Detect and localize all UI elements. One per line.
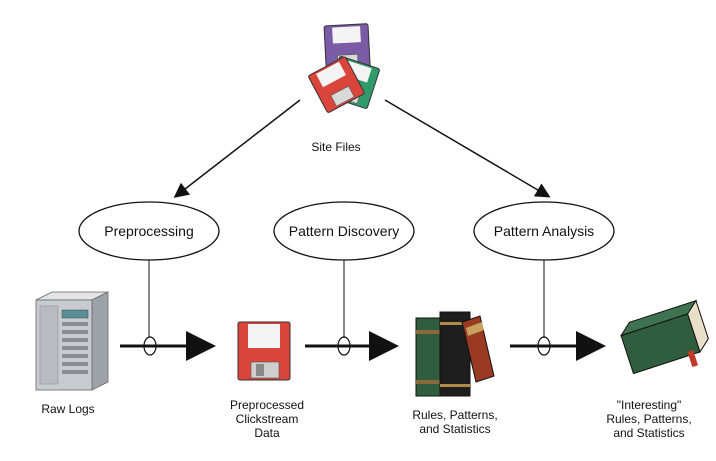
stage-label-pattern-analysis: Pattern Analysis bbox=[493, 223, 595, 239]
books-icon bbox=[415, 311, 495, 397]
arrow-sitefiles-to-preprocessing bbox=[173, 99, 301, 198]
site-files-label: Site Files bbox=[311, 140, 361, 154]
clickstream-label-line-1: Preprocessed bbox=[229, 398, 305, 412]
interesting-label: "Interesting" Rules, Patterns, and Stati… bbox=[594, 398, 704, 440]
floppy-disk-icon bbox=[237, 321, 291, 381]
interesting-label-line-1: "Interesting" bbox=[616, 398, 682, 412]
rules-label-line-2: and Statistics bbox=[419, 422, 491, 436]
flow-ring-3 bbox=[537, 336, 551, 356]
flow-ring-2 bbox=[337, 336, 351, 356]
raw-logs-label: Raw Logs bbox=[41, 402, 95, 416]
book-icon bbox=[619, 299, 709, 375]
interesting-label-line-3: and Statistics bbox=[613, 426, 685, 440]
clickstream-label-line-3: Data bbox=[254, 426, 280, 440]
flow-ring-1 bbox=[143, 336, 157, 356]
clickstream-label: Preprocessed Clickstream Data bbox=[222, 398, 312, 440]
stage-label-pattern-discovery: Pattern Discovery bbox=[288, 223, 400, 239]
server-icon bbox=[35, 291, 109, 391]
arrow-sitefiles-to-pattern-analysis bbox=[384, 99, 551, 198]
stage-label-preprocessing: Preprocessing bbox=[104, 223, 194, 239]
rules-label: Rules, Patterns, and Statistics bbox=[400, 408, 510, 436]
interesting-label-line-2: Rules, Patterns, bbox=[606, 412, 692, 426]
floppy-disk-icon bbox=[308, 56, 365, 113]
rules-label-line-1: Rules, Patterns, bbox=[412, 408, 498, 422]
clickstream-label-line-2: Clickstream bbox=[235, 412, 299, 426]
